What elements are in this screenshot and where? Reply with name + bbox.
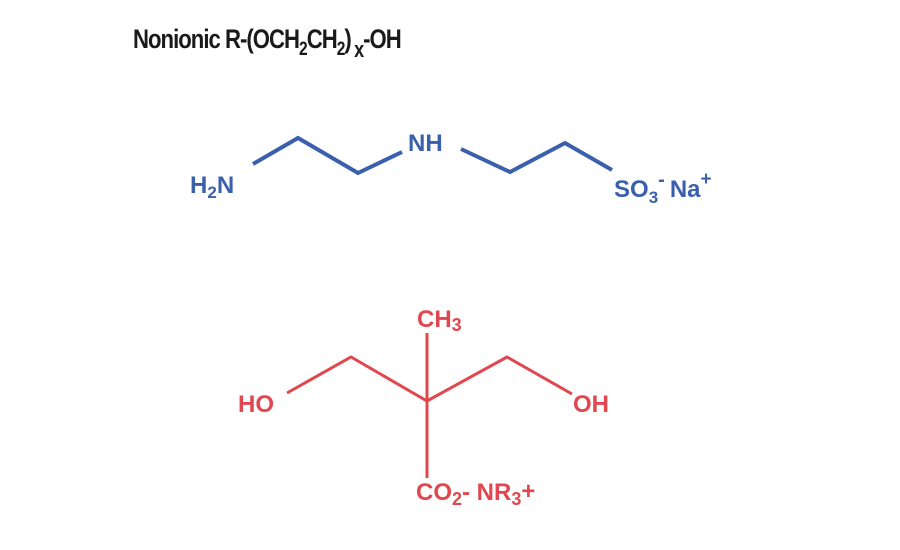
hydroxyl-left-label: HO	[238, 391, 274, 418]
title-suffix: -OH	[363, 24, 402, 54]
nh-group-label: NH	[408, 130, 443, 157]
bond-chain-left	[251, 135, 403, 176]
sulfonate-group-label: SO3-Na+	[614, 169, 712, 207]
title-subscript-2: 2	[336, 39, 346, 60]
bond-diol-chain	[286, 355, 573, 403]
nonionic-formula-title: Nonionic R-(OCH2CH2)x-OH	[133, 24, 402, 63]
title-repeat-x: x	[354, 37, 364, 62]
amine-group-label: H2N	[190, 172, 234, 202]
title-subscript-1: 2	[299, 39, 308, 60]
title-close-paren: )	[344, 24, 351, 54]
red-bonds	[286, 333, 573, 478]
title-prefix: Nonionic R-(OCH	[133, 24, 300, 54]
blue-bonds	[251, 135, 613, 176]
title-mid: CH	[306, 24, 338, 54]
red-labels: CH3 HO OH CO2- NR3+	[238, 306, 609, 509]
bond-chain-right	[460, 140, 613, 175]
methyl-group-label: CH3	[417, 306, 462, 335]
blue-labels: H2N NH SO3-Na+	[190, 130, 712, 207]
hydroxyl-right-label: OH	[573, 391, 609, 418]
carboxylate-ammonium-label: CO2- NR3+	[416, 478, 535, 509]
